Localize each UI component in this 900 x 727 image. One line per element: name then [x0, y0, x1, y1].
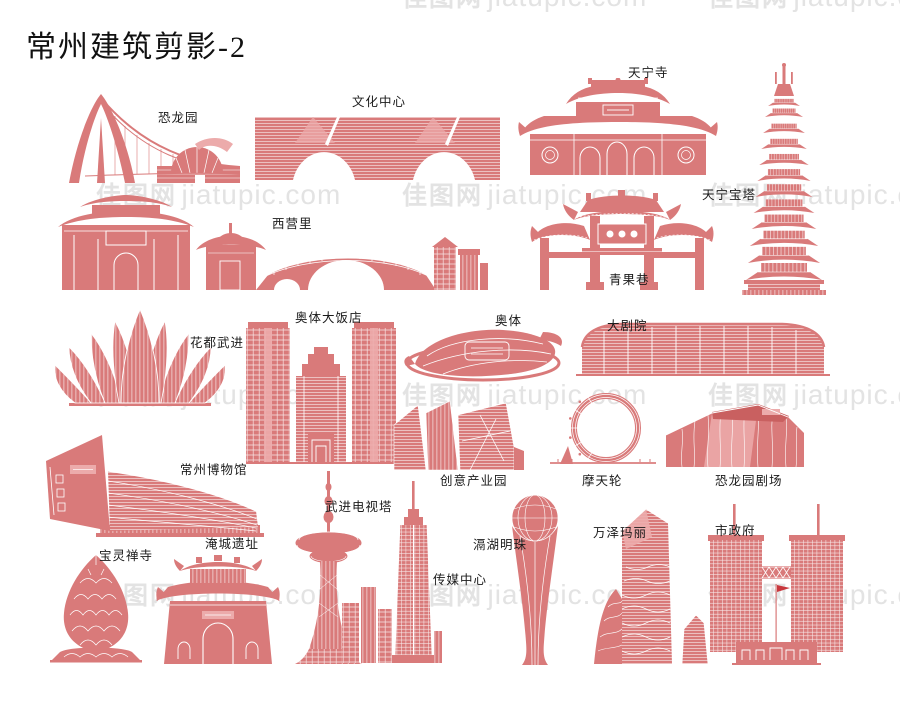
building-aoti	[403, 316, 565, 388]
tianning-temple-silhouette	[518, 78, 718, 175]
label-dinosaur-theatre: 恐龙园剧场	[715, 474, 783, 488]
watermark: 佳图网 jiatupic.com	[708, 0, 900, 14]
building-huadu-wujin	[47, 303, 233, 409]
label-wujin-tv-tower: 武进电视塔	[325, 500, 393, 514]
building-qingguo-lane	[530, 178, 714, 290]
label-media-center: 传媒中心	[433, 573, 488, 587]
creative-park-silhouette	[393, 400, 524, 470]
tianning-pagoda-silhouette	[742, 63, 826, 295]
building-dinosaur-park	[45, 88, 240, 183]
building-creative-park	[392, 391, 524, 470]
qingguo-lane-silhouette	[530, 190, 714, 290]
wanze-mary-silhouette	[594, 508, 709, 664]
building-xiyingli	[58, 193, 490, 290]
flag-icon	[777, 585, 790, 592]
label-huadu-wujin: 花都武进	[190, 336, 245, 350]
building-city-government	[708, 502, 845, 665]
building-dinosaur-theatre	[662, 393, 810, 467]
label-grand-theatre: 大剧院	[607, 319, 648, 333]
huadu-wujin-silhouette	[54, 307, 226, 406]
aoti-hotel-silhouette	[246, 322, 396, 464]
culture-center-silhouette	[255, 117, 500, 180]
label-tianning-pagoda: 天宁宝塔	[702, 188, 757, 202]
aoti-silhouette	[404, 329, 563, 382]
building-aoti-hotel	[246, 314, 396, 464]
label-museum: 常州博物馆	[180, 463, 248, 477]
watermark-en: jiatupic.com	[793, 0, 900, 12]
dinosaur-park-silhouette	[69, 94, 240, 183]
watermark: 佳图网 jiatupic.com	[708, 376, 900, 412]
label-yancheng-ruins: 淹城遗址	[205, 537, 260, 551]
label-ferris-wheel: 摩天轮	[582, 474, 623, 488]
label-baoling-temple: 宝灵禅寺	[99, 549, 154, 563]
label-qingguo-lane: 青果巷	[609, 273, 650, 287]
yancheng-ruins-silhouette	[156, 555, 280, 664]
label-dinosaur-park: 恐龙园	[158, 111, 199, 125]
building-media-center	[342, 481, 442, 663]
watermark: 佳图网 jiatupic.com	[402, 0, 647, 14]
building-baoling-temple	[50, 553, 142, 663]
watermark-cn: 佳图网	[708, 382, 790, 410]
label-culture-center: 文化中心	[352, 95, 407, 109]
watermark: 佳图网 jiatupic.com	[96, 176, 341, 212]
gehu-pearl-silhouette	[511, 494, 559, 665]
label-aoti: 奥体	[495, 314, 523, 328]
building-gehu-pearl	[506, 492, 564, 665]
watermark-en: jiatupic.com	[487, 379, 648, 410]
watermark-en: jiatupic.com	[793, 179, 900, 210]
building-tianning-pagoda	[742, 62, 826, 295]
watermark-en: jiatupic.com	[793, 379, 900, 410]
label-tianning-temple: 天宁寺	[628, 66, 669, 80]
building-tianning-temple	[518, 78, 718, 175]
label-xiyingli: 西营里	[272, 217, 313, 231]
watermark-en: jiatupic.com	[181, 179, 342, 210]
watermark: 佳图网 jiatupic.com	[402, 376, 647, 412]
ferris-wheel-silhouette	[550, 393, 656, 464]
watermark-cn: 佳图网	[402, 0, 483, 12]
building-culture-center	[255, 117, 500, 180]
page-title: 常州建筑剪影-2	[26, 31, 247, 64]
city-government-silhouette	[708, 504, 845, 665]
watermark-cn: 佳图网	[402, 182, 484, 210]
building-museum	[44, 427, 266, 539]
museum-silhouette	[46, 435, 264, 537]
xiyingli-silhouette	[58, 195, 488, 290]
building-ferris-wheel	[542, 390, 664, 466]
label-creative-park: 创意产业园	[440, 474, 508, 488]
building-yancheng-ruins	[156, 547, 280, 664]
media-center-silhouette	[342, 481, 442, 663]
watermark-en: jiatupic.com	[487, 0, 647, 12]
label-city-government: 市政府	[715, 524, 756, 538]
dinosaur-theatre-silhouette	[665, 404, 804, 467]
label-gehu-pearl: 滆湖明珠	[473, 538, 528, 552]
watermark-cn: 佳图网	[708, 0, 789, 12]
label-wanze-mary: 万泽玛丽	[593, 526, 648, 540]
label-aoti-hotel: 奥体大饭店	[295, 311, 363, 325]
grand-theatre-silhouette	[576, 322, 830, 376]
building-grand-theatre	[576, 313, 830, 376]
baoling-temple-silhouette	[50, 555, 142, 663]
building-wanze-mary	[590, 501, 710, 664]
